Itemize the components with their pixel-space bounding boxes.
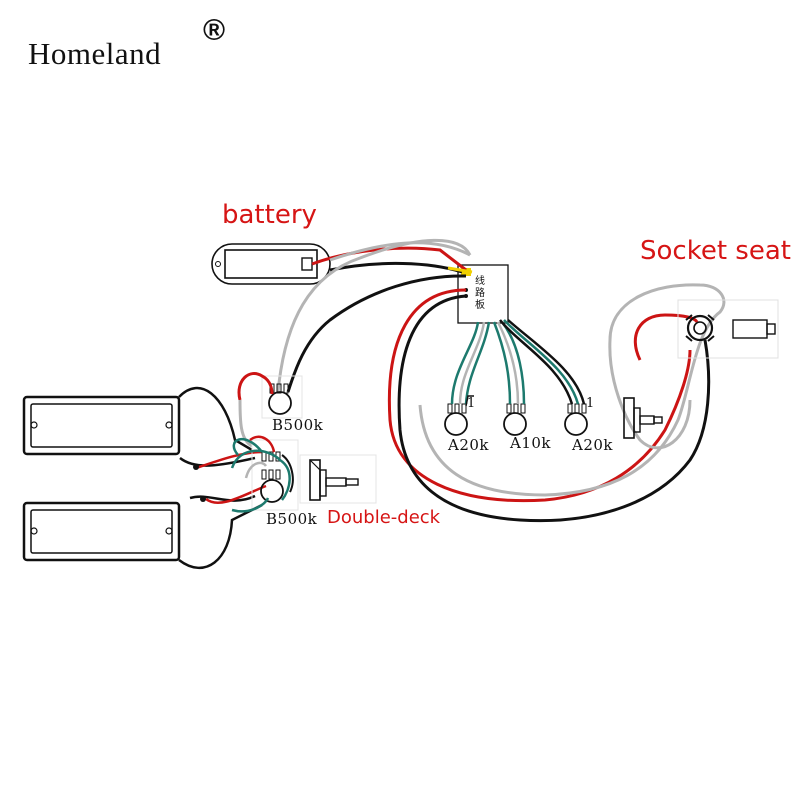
wire-teal-tone3 — [503, 319, 580, 405]
pin-mark-right: 1 — [586, 396, 595, 411]
pickup-top — [22, 395, 181, 456]
wire-black-socket-loop — [397, 294, 711, 523]
wire-battery-black — [329, 261, 463, 274]
battery-holder — [211, 243, 331, 285]
wire-pickup2-black — [178, 503, 263, 570]
double-deck-label: Double-deck — [327, 507, 441, 528]
brand-logo: Homeland — [28, 36, 162, 71]
battery-label: battery — [222, 200, 317, 230]
pot-volume-2-label: B500k — [266, 510, 318, 528]
pot-tone-3-label: A20k — [572, 436, 614, 454]
wire-pickup2-red — [205, 484, 267, 504]
socket-seat — [677, 299, 779, 359]
wire-pickup1-red — [195, 450, 263, 470]
pot-volume-1-label: B500k — [272, 416, 324, 434]
wire-pickup2-ground — [189, 494, 256, 502]
wire-red-vol1 — [237, 372, 274, 401]
registered-mark: ® — [203, 14, 226, 47]
wire-teal-vol2-c — [231, 497, 270, 513]
pot-tone-1 — [444, 403, 468, 436]
wire-gray-vol2 — [244, 461, 268, 479]
board-char-2: 路 — [475, 288, 485, 299]
pin-mark-left: 1 — [467, 396, 476, 411]
wire-teal-vol2-b — [230, 449, 291, 501]
pot-tone-2-label: A10k — [510, 434, 552, 452]
wire-red-socket-loop — [387, 288, 692, 503]
wire-teal-tone2 — [492, 321, 512, 405]
tone-knob-side — [623, 397, 663, 439]
wire-gray-tone1 — [458, 321, 486, 405]
pot-tone-3 — [564, 403, 588, 436]
double-deck-knob — [299, 454, 377, 504]
socket-seat-label: Socket seat — [640, 236, 791, 266]
board-char-3: 板 — [475, 300, 485, 311]
wire-gray-board-vol — [276, 238, 472, 393]
wire-black-vol2 — [281, 454, 294, 493]
wire-pickup1-black — [178, 386, 253, 452]
pickup-bottom — [22, 501, 181, 562]
pot-tone-2 — [503, 403, 527, 436]
board-char-1: 线 — [475, 276, 485, 287]
wire-gray-vol1 — [238, 399, 253, 448]
pot-tone-1-label: A20k — [448, 436, 490, 454]
wire-pickup1-ground — [179, 456, 256, 467]
wire-gray-socket-loop — [418, 283, 726, 497]
wire-teal-tone1-b — [464, 321, 491, 405]
wire-yellow — [447, 266, 473, 274]
wire-black-board-vol — [286, 274, 467, 393]
wire-black-tone3 — [499, 319, 574, 405]
wire-red-vol2 — [249, 435, 276, 453]
wire-teal-vol2-a — [232, 438, 263, 456]
wire-gray-tone2 — [496, 321, 520, 405]
wire-teal-tone1 — [450, 321, 480, 405]
wire-black-tone3-b — [507, 319, 586, 405]
